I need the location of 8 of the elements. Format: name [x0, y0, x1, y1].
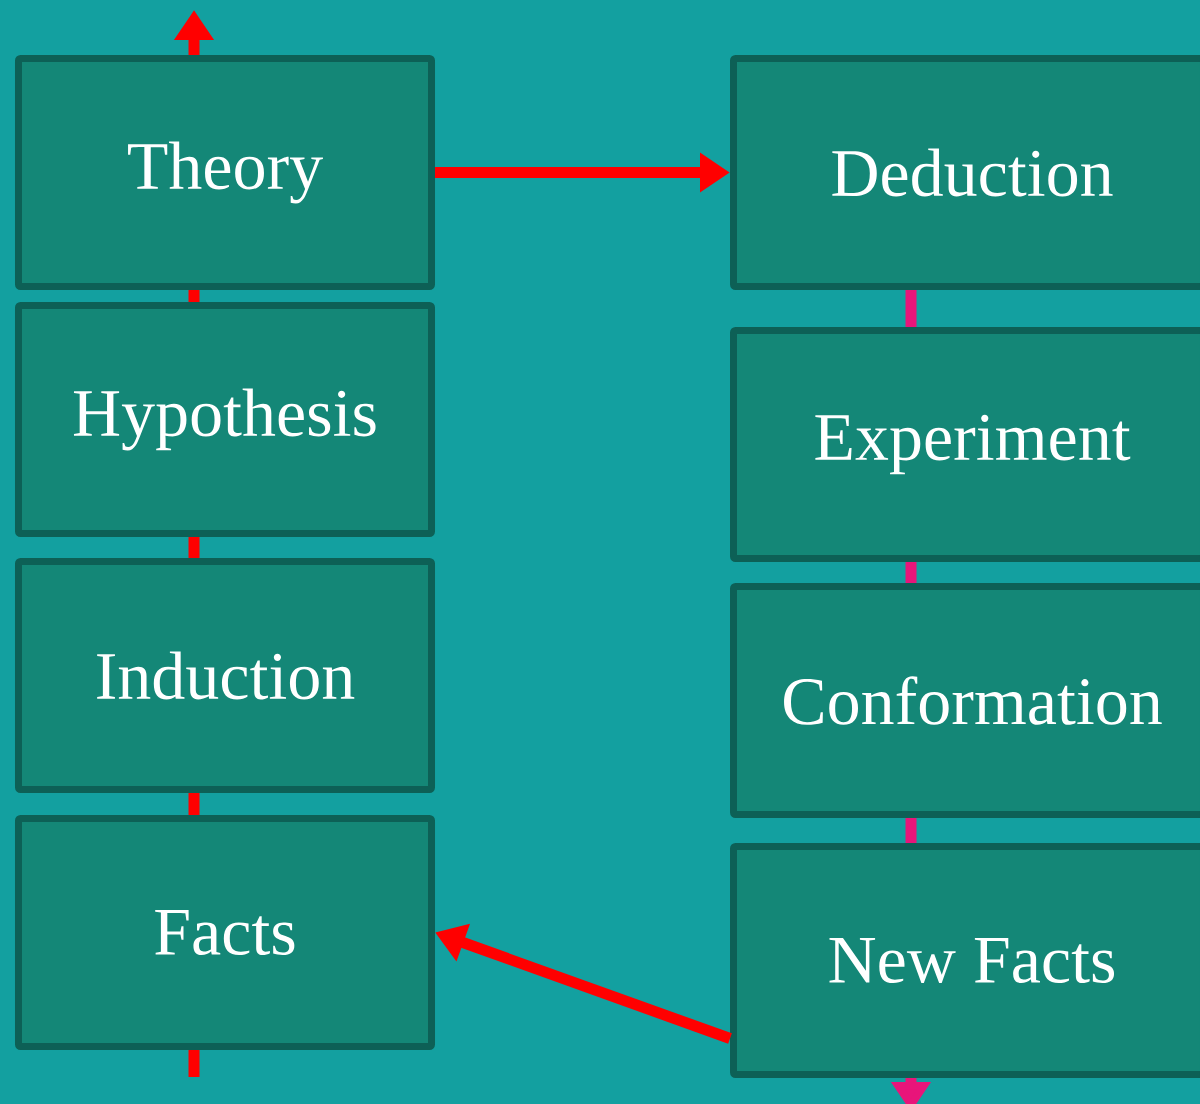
process-box: Theory [15, 55, 435, 290]
process-box: Experiment [730, 327, 1200, 562]
process-box: Facts [15, 815, 435, 1050]
process-box: Deduction [730, 55, 1200, 290]
process-box: Induction [15, 558, 435, 793]
process-box: New Facts [730, 843, 1200, 1078]
process-box: Conformation [730, 583, 1200, 818]
process-box: Hypothesis [15, 302, 435, 537]
